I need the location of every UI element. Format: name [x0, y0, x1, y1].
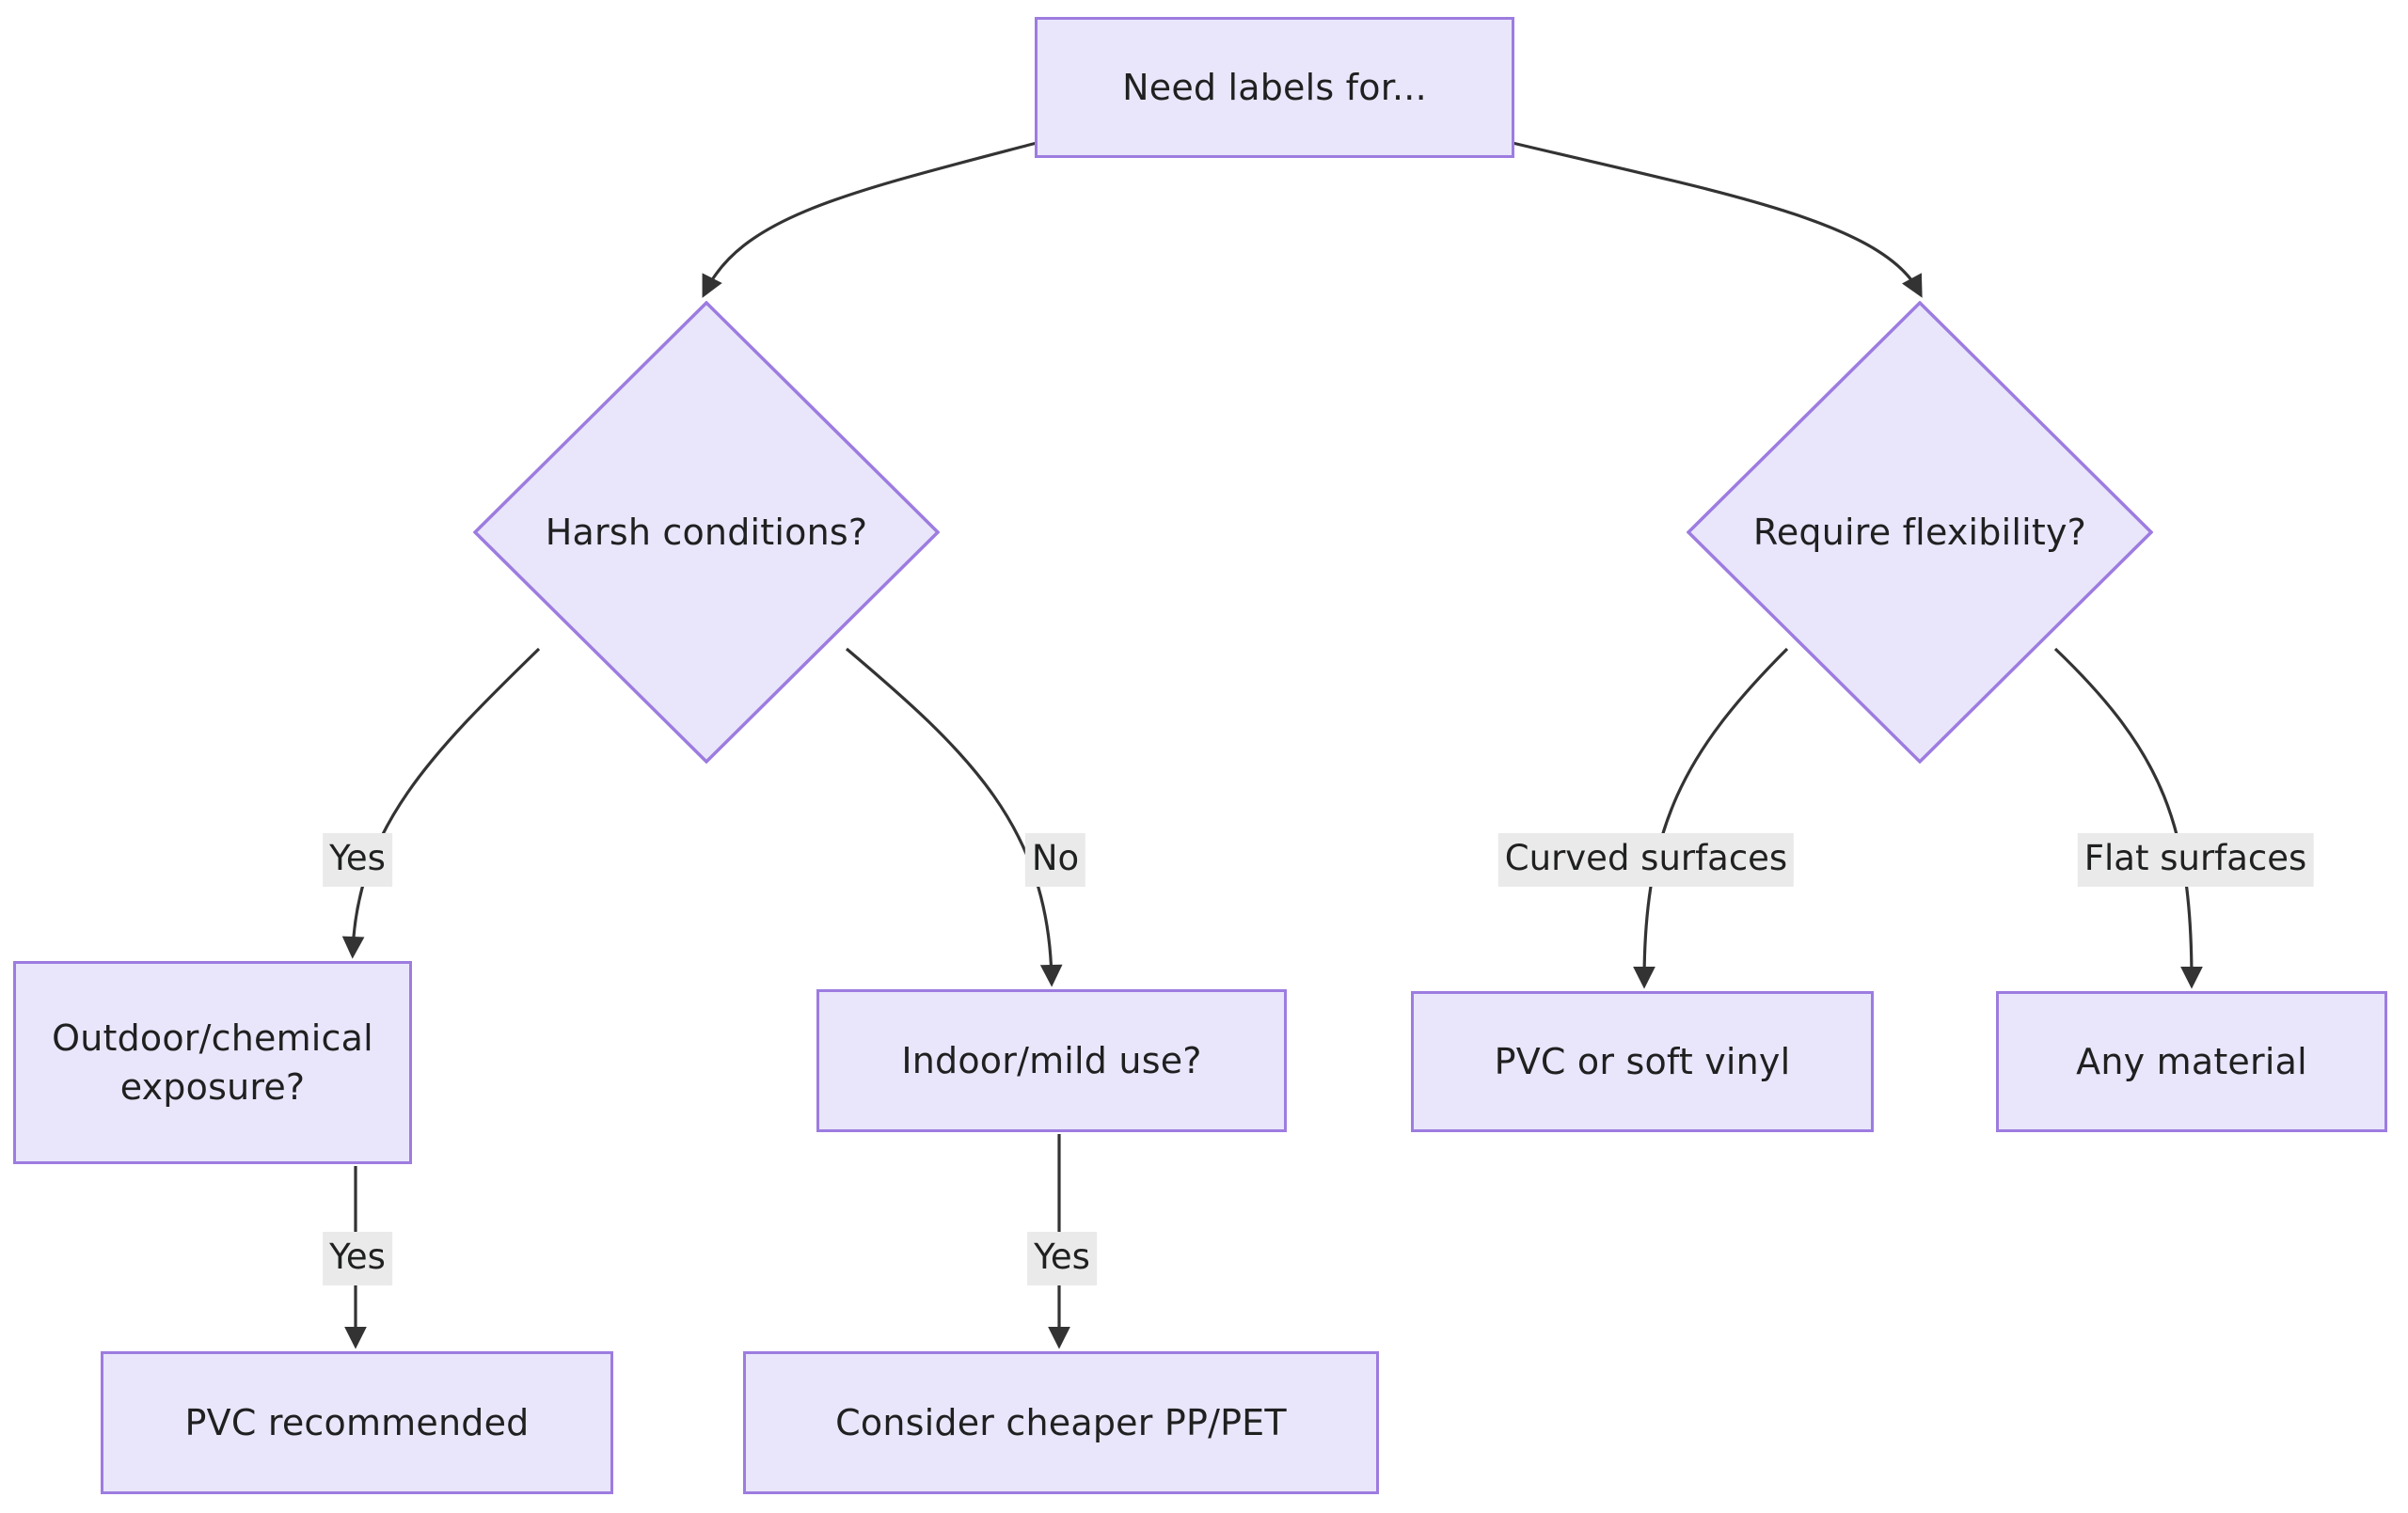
flow-edge-label-outdoor-to-pvc_rec: Yes [323, 1232, 392, 1285]
flow-edge-root-to-harsh [702, 141, 1038, 298]
flow-edge-root-to-flex [1512, 141, 1923, 298]
flow-node-pvc_vinyl[interactable]: PVC or soft vinyl [1411, 991, 1874, 1132]
flow-edge-label-harsh-to-indoor: No [1024, 833, 1086, 887]
flow-node-root[interactable]: Need labels for... [1035, 17, 1514, 158]
flow-edge-label-flex-to-pvc_vinyl: Curved surfaces [1497, 833, 1795, 887]
flow-node-label-indoor: Indoor/mild use? [901, 1039, 1202, 1081]
diamond-shape-harsh [473, 301, 940, 764]
flow-node-label-pvc_vinyl: PVC or soft vinyl [1494, 1040, 1791, 1082]
flow-edge-label-flex-to-any_material: Flat surfaces [2077, 833, 2314, 887]
flow-node-any_material[interactable]: Any material [1996, 991, 2387, 1132]
flow-node-label-outdoor: Outdoor/chemical exposure? [52, 1017, 373, 1108]
flow-node-label-any_material: Any material [2076, 1040, 2307, 1082]
diamond-shape-flex [1687, 301, 2153, 764]
flow-node-pvc_rec[interactable]: PVC recommended [101, 1351, 613, 1494]
flow-node-label-harsh: Harsh conditions? [545, 511, 868, 553]
flow-node-flex[interactable]: Require flexibility? [1687, 301, 2153, 764]
flow-node-indoor[interactable]: Indoor/mild use? [816, 989, 1287, 1132]
flow-node-label-root: Need labels for... [1122, 66, 1427, 108]
flow-node-label-flex: Require flexibility? [1752, 511, 2087, 553]
flow-node-label-pp_pet: Consider cheaper PP/PET [835, 1401, 1287, 1443]
flow-node-outdoor[interactable]: Outdoor/chemical exposure? [13, 961, 412, 1164]
flow-node-label-pvc_rec: PVC recommended [184, 1401, 530, 1443]
flow-edge-label-harsh-to-outdoor: Yes [323, 833, 392, 887]
flow-edge-label-indoor-to-pp_pet: Yes [1027, 1232, 1097, 1285]
flow-node-harsh[interactable]: Harsh conditions? [473, 301, 940, 764]
flow-node-pp_pet[interactable]: Consider cheaper PP/PET [743, 1351, 1379, 1494]
